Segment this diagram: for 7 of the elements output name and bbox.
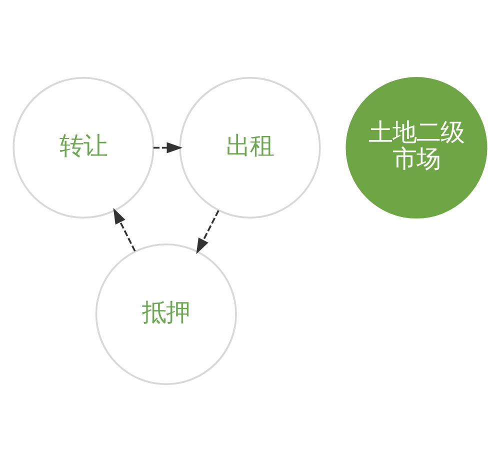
arrow bbox=[153, 142, 183, 154]
arrow bbox=[113, 208, 136, 252]
arrow bbox=[196, 210, 220, 254]
node-circle: 土地二级市场 bbox=[346, 76, 488, 219]
node-circle: 转让 bbox=[12, 76, 154, 219]
node-circle: 出租 bbox=[179, 76, 321, 219]
node-circle: 抵押 bbox=[95, 243, 237, 386]
